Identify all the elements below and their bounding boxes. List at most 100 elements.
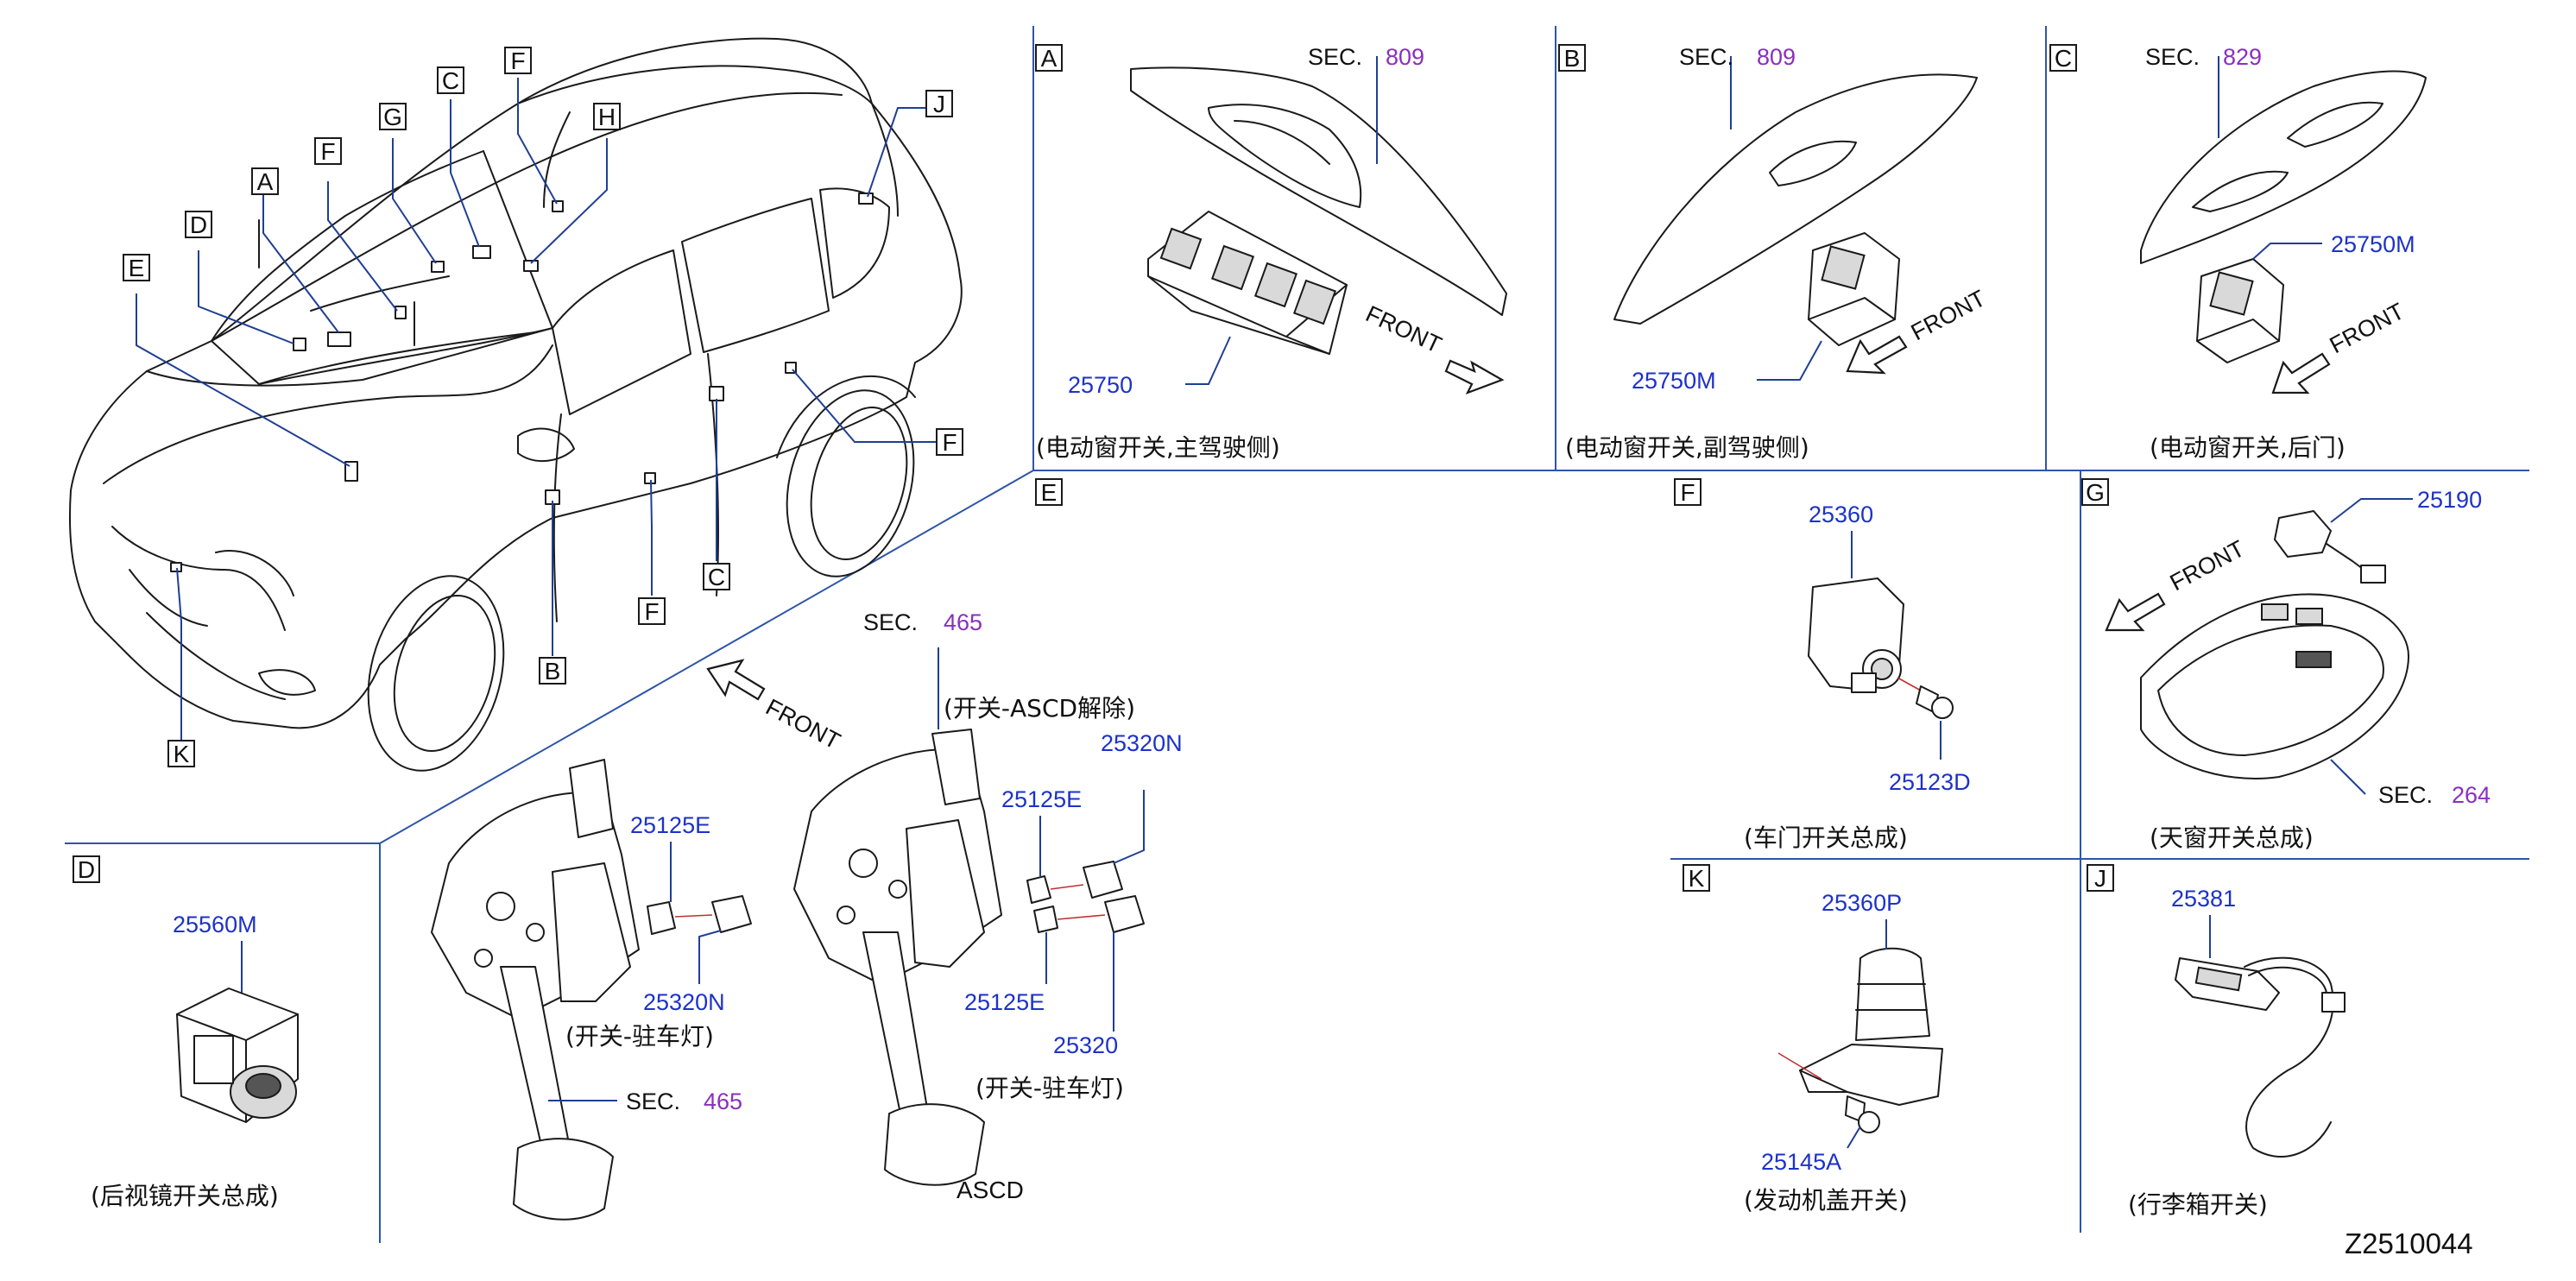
svg-text:25320N: 25320N [1101, 730, 1183, 756]
svg-text:25190: 25190 [2417, 487, 2482, 513]
svg-text:(后视镜开关总成): (后视镜开关总成) [91, 1182, 279, 1210]
sunroof-switch-module [2274, 510, 2332, 558]
svg-text:ASCD: ASCD [957, 1177, 1024, 1203]
svg-text:(开关-ASCD解除): (开关-ASCD解除) [944, 694, 1135, 723]
svg-text:SEC.: SEC. [1308, 44, 1362, 70]
svg-text:F: F [320, 138, 335, 165]
svg-text:809: 809 [1757, 44, 1796, 70]
vehicle-label-k: K [167, 740, 195, 767]
panel-a-driver-window-switch: A SEC. 809 25750 FRONT (电动窗开关,主驾驶侧) [1035, 44, 1507, 462]
svg-text:(发动机盖开关): (发动机盖开关) [1744, 1186, 1908, 1215]
switch-glyph-d [293, 338, 306, 351]
svg-text:SEC.: SEC. [1679, 44, 1733, 70]
vehicle-label-f3: F [638, 597, 666, 625]
clip-25125e-b [1026, 875, 1051, 904]
panel-k-hood-switch: K 25360P 25145A (发动机盖开关) [1683, 864, 1943, 1215]
svg-text:(电动窗开关,后门): (电动窗开关,后门) [2150, 433, 2346, 462]
svg-text:J: J [2094, 865, 2106, 892]
brake-pedal-pad-left [513, 1138, 614, 1221]
side-mirror [517, 427, 575, 463]
switch-glyph-c1 [472, 245, 491, 259]
panel-grid [65, 26, 2529, 1243]
vehicle-label-d: D [185, 211, 212, 238]
svg-text:25560M: 25560M [173, 912, 257, 937]
svg-text:A: A [257, 168, 274, 195]
panel-e-pedal-switches: E FRONT 25125E 25320N (开关-驻车灯) SEC. 465 [431, 478, 1183, 1221]
trunk-switch-harness [2244, 956, 2334, 1158]
svg-text:25320: 25320 [1053, 1032, 1118, 1058]
svg-text:465: 465 [704, 1089, 742, 1114]
switch-glyph-f2 [552, 200, 564, 212]
svg-text:(天窗开关总成): (天窗开关总成) [2150, 824, 2314, 852]
svg-text:J: J [933, 91, 945, 117]
svg-text:25145A: 25145A [1761, 1149, 1841, 1175]
panel-b-passenger-window-switch: B SEC. 809 25750M FRONT (电动窗开关,副驾驶侧) [1558, 44, 1990, 462]
svg-text:G: G [383, 104, 402, 130]
vehicle-label-c1: C [437, 66, 464, 94]
clip-25125e-c [1033, 906, 1058, 933]
switch-glyph-a [327, 331, 351, 347]
svg-text:465: 465 [944, 609, 982, 635]
switch-glyph-f1 [395, 306, 407, 319]
vehicle-label-c2: C [703, 563, 730, 590]
svg-text:25320N: 25320N [643, 989, 725, 1015]
vehicle-label-h: H [593, 103, 621, 130]
panel-d-mirror-switch: D 25560M (后视镜开关总成) [73, 855, 299, 1210]
svg-text:25750M: 25750M [2331, 231, 2415, 257]
svg-text:(行李箱开关): (行李箱开关) [2128, 1190, 2268, 1219]
svg-text:K: K [1689, 865, 1705, 892]
switch-glyph-c2 [709, 386, 724, 401]
svg-text:C: C [2055, 45, 2072, 72]
svg-text:C: C [708, 564, 725, 590]
door-finisher-a [1130, 66, 1507, 316]
svg-text:(电动窗开关,副驾驶侧): (电动窗开关,副驾驶侧) [1565, 433, 1809, 462]
clip-25125e-a [647, 901, 676, 935]
svg-text:809: 809 [1386, 44, 1424, 70]
svg-text:SEC.: SEC. [626, 1089, 680, 1114]
panel-j-trunk-switch: J 25381 (行李箱开关) [2087, 864, 2346, 1219]
svg-text:FRONT: FRONT [761, 694, 844, 754]
svg-text:25125E: 25125E [964, 989, 1045, 1015]
svg-text:SEC.: SEC. [2145, 44, 2200, 70]
svg-text:(车门开关总成): (车门开关总成) [1744, 824, 1908, 852]
svg-text:FRONT: FRONT [2326, 298, 2409, 358]
vehicle-label-e: E [123, 254, 150, 281]
svg-text:B: B [545, 658, 561, 685]
svg-text:FRONT: FRONT [1907, 285, 1990, 345]
rear-side-window [681, 198, 830, 353]
svg-text:264: 264 [2452, 782, 2491, 808]
sunroof-switch-button [2295, 651, 2332, 668]
svg-text:F: F [510, 47, 525, 74]
brake-pedal-pad-right [884, 1103, 985, 1186]
svg-text:SEC.: SEC. [2378, 782, 2433, 808]
quarter-window [819, 187, 890, 299]
hood-switch-bracket [1799, 1044, 1943, 1106]
svg-text:25125E: 25125E [1001, 786, 1082, 812]
vehicle-overview: A D E F G C F H [68, 37, 963, 772]
svg-text:(开关-驻车灯): (开关-驻车灯) [565, 1022, 714, 1051]
panel-g-sunroof-switch: G 25190 FRONT SEC. 264 (天窗开关总成) [2081, 478, 2491, 852]
vehicle-label-f4: F [936, 428, 963, 456]
door-finisher-c [2140, 70, 2427, 264]
svg-text:D: D [190, 211, 207, 238]
svg-text:25125E: 25125E [630, 812, 710, 838]
svg-text:25360P: 25360P [1822, 890, 1902, 916]
svg-text:G: G [2086, 479, 2105, 506]
front-wheel [367, 575, 505, 772]
svg-text:25381: 25381 [2171, 886, 2236, 912]
svg-text:25360: 25360 [1809, 502, 1873, 527]
front-side-window [552, 249, 691, 415]
svg-text:25750M: 25750M [1632, 368, 1716, 394]
switch-glyph-j [858, 192, 874, 205]
vehicle-label-j: J [925, 90, 953, 117]
svg-text:C: C [442, 67, 459, 94]
svg-text:F: F [644, 598, 659, 625]
svg-text:F: F [942, 429, 957, 456]
switch-25320n-a [711, 895, 752, 933]
trunk-switch-connector [2321, 992, 2346, 1013]
svg-text:D: D [78, 856, 95, 883]
switch-glyph-g [431, 261, 445, 273]
front-grille [111, 526, 286, 631]
vehicle-label-f2: F [504, 47, 532, 74]
